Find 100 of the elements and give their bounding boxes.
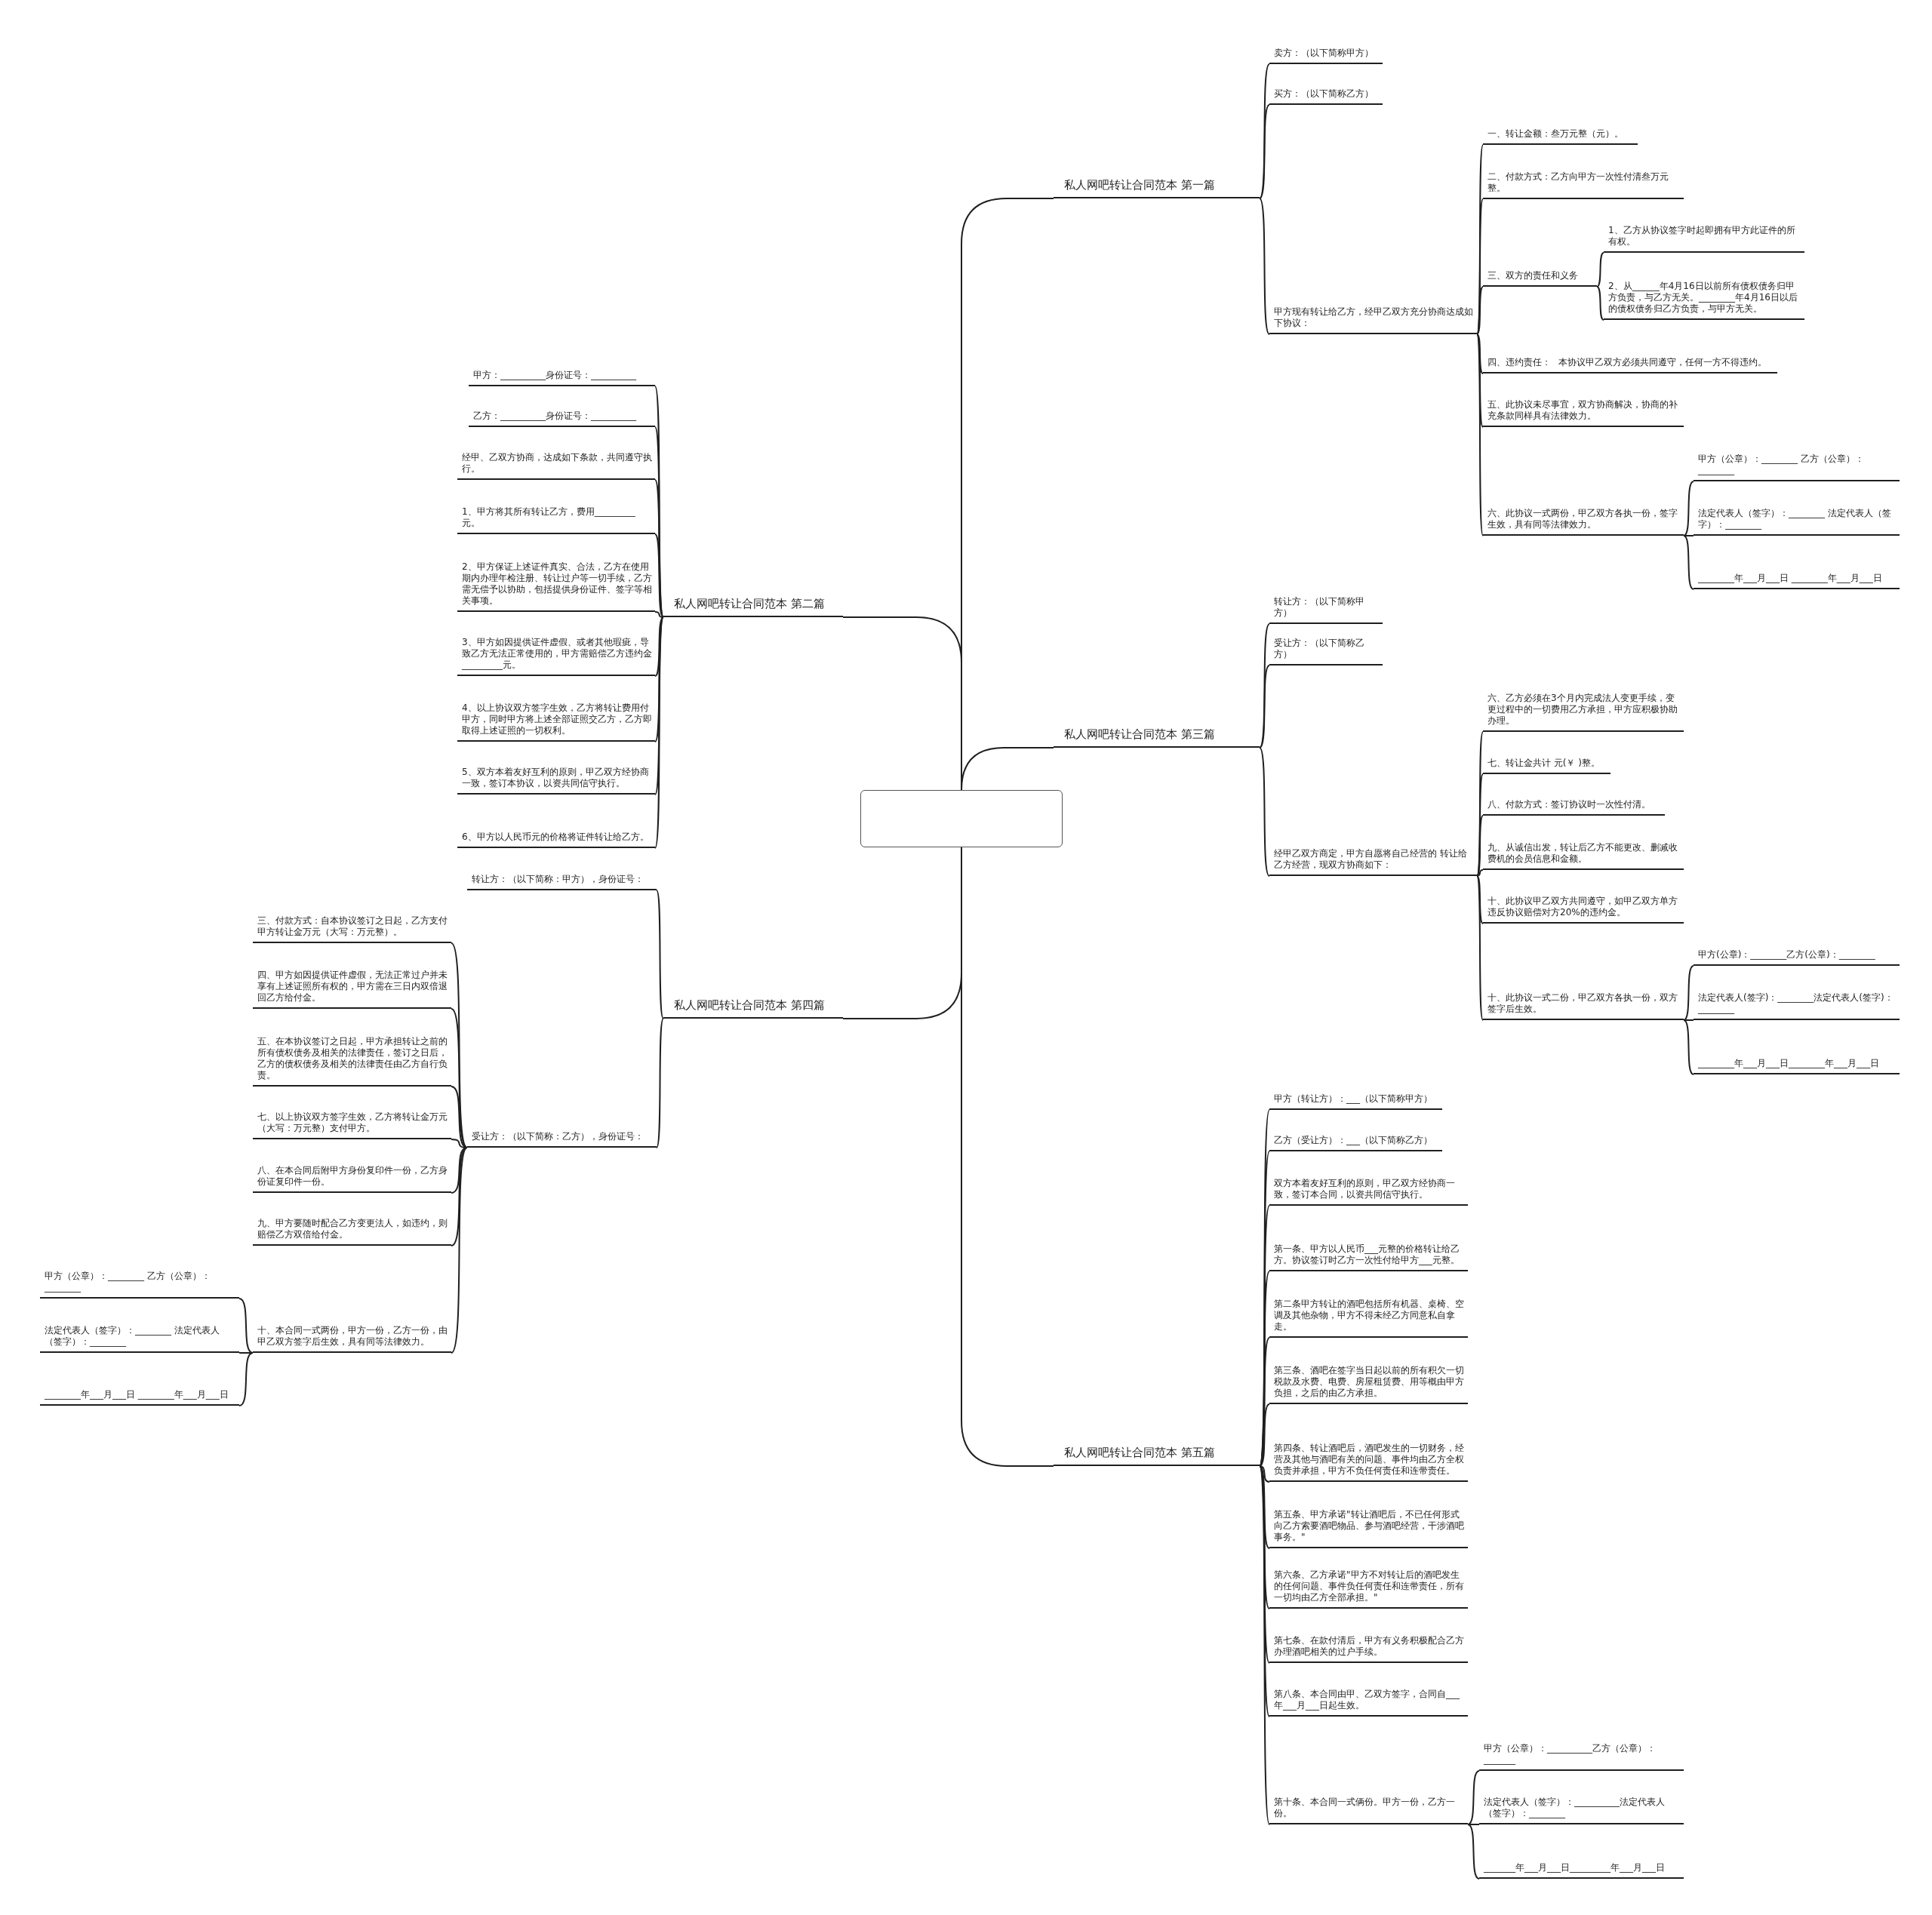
topic-text: 十、本合同一式两份，甲方一份，乙方一份，由甲乙双方签字后生效，具有同等法律效力。 (257, 1325, 448, 1348)
topic-text: 乙方（受让方）：___（以下简称乙方） (1274, 1135, 1432, 1146)
topic-item (1483, 842, 1684, 870)
topic-text: 八、在本合同后附甲方身份复印件一份，乙方身份证复印件一份。 (257, 1165, 448, 1188)
topic-text: 第三条、酒吧在签字当日起以前的所有积欠一切税款及水费、电费、房屋租赁费、用等概由甲方负担，之后的由乙方承担。 (1274, 1365, 1465, 1399)
branch-topic (663, 998, 843, 1019)
branch-line (1259, 1403, 1270, 1467)
topic-item (1483, 758, 1611, 774)
topic-text: _______年___月___日_________年___月___日 (1484, 1862, 1665, 1874)
topic-item (1269, 1093, 1442, 1110)
topic-text: 四、甲方如因提供证件虚假，无法正常过户并未享有上述证照所有权的，甲方需在三日内双倍退回乙方给付金。 (257, 970, 448, 1004)
branch-topic (1054, 1446, 1260, 1466)
topic-text: 私人网吧转让合同范本 第五篇 (1064, 1446, 1215, 1460)
topic-item (1269, 1509, 1468, 1548)
topic-item (253, 1165, 451, 1193)
topic-item (1269, 1365, 1468, 1404)
branch-line (1259, 198, 1270, 335)
topic-item (1269, 1178, 1468, 1206)
topic-text: 第一条、甲方以人民币___元整的价格转让给乙方。协议签订时乙方一次性付给甲方___元整。 (1274, 1243, 1460, 1266)
topic-item (40, 1271, 239, 1299)
topic-item (457, 452, 655, 480)
topic-text: 第五条、甲方承诺"转让酒吧后，不已任何形式向乙方索要酒吧物品、参与酒吧经营，干涉酒吧事务。" (1274, 1509, 1465, 1543)
topic-text: 第六条、乙方承诺"甲方不对转让后的酒吧发生的任何问题、事件负任何责任和连带责任，所有一切均由乙方全部承担。" (1274, 1569, 1465, 1603)
branch-line (1476, 334, 1484, 374)
branch-line (1476, 286, 1484, 335)
topic-text: 私人网吧转让合同范本 第一篇 (1064, 178, 1215, 192)
topic-item (1483, 357, 1777, 373)
topic-text: 私人网吧转让合同范本 第三篇 (1064, 727, 1215, 742)
topic-item (1479, 1862, 1684, 1879)
topic-text: 法定代表人（签字）：________ 法定代表人（签字）：________ (45, 1325, 220, 1348)
branch-line (961, 747, 1054, 791)
topic-text: 双方本着友好互利的原则，甲乙双方经协商一致，签订本合同，以资共同信守执行。 (1274, 1178, 1456, 1200)
branch-topic (663, 597, 843, 617)
branch-line (654, 616, 664, 849)
topic-item (253, 915, 451, 943)
topic-item (1269, 1243, 1468, 1271)
topic-text: 经甲乙双方商定，甲方自愿将自己经营的 转让给乙方经营，现双方协商如下： (1274, 848, 1468, 871)
topic-text: 3、甲方如因提供证件虚假、或者其他瑕疵，导致乙方无法正常使用的，甲方需赔偿乙方违约金_________元。 (462, 637, 653, 671)
branch-line (1259, 1205, 1270, 1467)
topic-text: 法定代表人（签字）：__________法定代表人（签字）：________ (1484, 1797, 1666, 1819)
topic-text: 三、付款方式：自本协议签订之日起，乙方支付甲方转让金万元（大写：万元整）。 (257, 915, 448, 938)
branch-line (1683, 535, 1694, 590)
topic-item (1483, 508, 1684, 536)
topic-text: ________年___月___日________年___月___日 (1698, 1058, 1879, 1069)
branch-line (1476, 869, 1484, 877)
branch-line (1476, 875, 1484, 924)
branch-topic (1054, 727, 1260, 748)
topic-item (467, 1131, 657, 1148)
topic-text: 第二条甲方转让的酒吧包括所有机器、桌椅、空调及其他杂物，甲方不得未经乙方同意私自拿走。 (1274, 1299, 1465, 1333)
topic-item (469, 410, 655, 427)
branch-line (1683, 965, 1694, 1021)
topic-text: ________年___月___日 ________年___月___日 (45, 1389, 229, 1400)
topic-item (253, 1218, 451, 1246)
branch-line (1467, 1824, 1480, 1825)
topic-text: 甲方（公章）：________ 乙方（公章）：________ (1698, 453, 1865, 476)
topic-item (1604, 281, 1804, 320)
topic-text: 三、双方的责任和义务 (1487, 270, 1578, 281)
topic-item (467, 874, 657, 890)
topic-item (1269, 1569, 1468, 1609)
topic-text: 受让方：（以下简称乙方） (1274, 638, 1365, 660)
topic-item (457, 637, 655, 676)
topic-text: 七、以上协议双方签字生效，乙方将转让金万元（大写：万元整）支付甲方。 (257, 1111, 448, 1134)
topic-item (469, 370, 655, 386)
topic-item (1269, 1299, 1468, 1338)
branch-line (1467, 1770, 1480, 1825)
branch-line (1476, 875, 1484, 1021)
topic-text: 甲方（公章）：________ 乙方（公章）：________ (45, 1271, 211, 1293)
branch-line (1476, 334, 1484, 536)
topic-text: 七、转让金共计 元(￥ )整。 (1487, 758, 1600, 769)
topic-item (40, 1325, 239, 1353)
branch-line (1259, 1465, 1270, 1549)
branch-line (1259, 104, 1270, 199)
branch-line (1259, 1465, 1270, 1483)
topic-item (1483, 693, 1684, 732)
topic-item (1269, 1689, 1468, 1717)
topic-text: 甲方（转让方）：___（以下简称甲方） (1274, 1093, 1432, 1105)
branch-line (1683, 481, 1694, 536)
topic-text: 九、从诚信出发，转让后乙方不能更改、删减收费机的会员信息和金额。 (1487, 842, 1678, 865)
topic-text: 一、转让金额：叁万元整（元）。 (1487, 128, 1623, 140)
topic-text: 私人网吧转让合同范本 第二篇 (674, 597, 825, 611)
topic-text: ________年___月___日 ________年___月___日 (1698, 573, 1882, 584)
topic-item (1479, 1797, 1684, 1824)
topic-text: 五、此协议未尽事宜，双方协商解决，协商的补充条款同样具有法律效力。 (1487, 399, 1678, 422)
topic-item (1269, 848, 1477, 876)
branch-line (1259, 1465, 1270, 1825)
topic-item (1269, 1797, 1468, 1824)
topic-text: 转让方：（以下简称甲方） (1274, 596, 1365, 619)
topic-item (1483, 399, 1684, 427)
topic-text: 六、此协议一式两份，甲乙双方各执一份，签字生效，具有同等法律效力。 (1487, 508, 1678, 530)
branch-line (1259, 1465, 1270, 1664)
topic-item (253, 1325, 451, 1353)
topic-item (1694, 1058, 1900, 1074)
branch-line (1476, 198, 1484, 335)
topic-item (1269, 306, 1477, 334)
topic-text: 十、此协议甲乙双方共同遵守，如甲乙双方单方违反协议赔偿对方20%的违约金。 (1487, 896, 1678, 918)
branch-line (1596, 286, 1604, 321)
branch-line (238, 1298, 254, 1354)
branch-line (451, 1147, 468, 1354)
topic-text: 十、此协议一式二份，甲乙双方各执一份，双方签字后生效。 (1487, 992, 1678, 1015)
branch-line (1596, 252, 1604, 287)
